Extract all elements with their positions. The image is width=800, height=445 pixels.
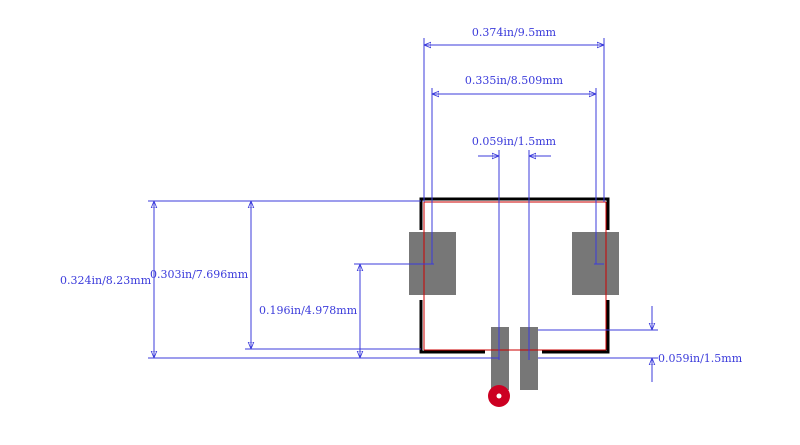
pin1-marker-dot bbox=[496, 393, 502, 399]
courtyard-outline bbox=[423, 201, 607, 351]
dim-inner-height bbox=[245, 201, 421, 350]
label-overall-width: 0.374in/9.5mm bbox=[472, 26, 557, 39]
label-inner-height: 0.303in/7.696mm bbox=[150, 268, 249, 281]
label-pad-offset-height: 0.196in/4.978mm bbox=[259, 304, 358, 317]
label-pad-pitch: 0.059in/1.5mm bbox=[472, 135, 557, 148]
dim-pad-pitch bbox=[478, 150, 551, 360]
dim-overall-height bbox=[148, 200, 499, 359]
dim-pin-height bbox=[538, 306, 658, 382]
label-pin-height: 0.059in/1.5mm bbox=[658, 352, 743, 365]
pad-pin1 bbox=[491, 327, 509, 390]
silkscreen-outline bbox=[419, 197, 610, 354]
dim-pad-offset-height bbox=[354, 263, 432, 358]
dim-overall-width bbox=[423, 38, 605, 202]
label-inner-width: 0.335in/8.509mm bbox=[465, 74, 564, 87]
label-overall-height: 0.324in/8.23mm bbox=[60, 274, 152, 287]
